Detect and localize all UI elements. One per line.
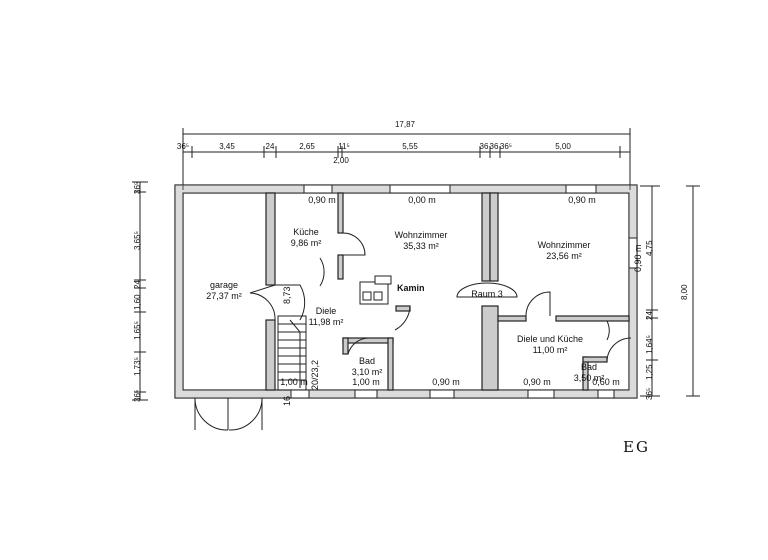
opening-bad2-bottom: 0,60 m (592, 377, 620, 387)
raum3-label: Raum 3 (471, 289, 503, 299)
room-diele: Diele 11,98 m² (309, 306, 344, 328)
dim-left-5: 1,65⁵ (133, 321, 142, 340)
opening-wohnzimmer2-right: 0,90 m (633, 244, 643, 272)
room-garage-name: garage (209, 280, 239, 290)
room-diele-name: Diele (315, 306, 337, 316)
dim-right-2: 24 (645, 311, 654, 320)
room-wohnzimmer-2: Wohnzimmer 23,56 m² (538, 240, 591, 262)
dim-top-3: 24 (265, 142, 275, 151)
staircase (277, 315, 307, 391)
dim-right-1: 4,75 (645, 240, 654, 256)
dim-right-4: 1,25 (645, 364, 654, 380)
door-swings (249, 232, 632, 363)
opening-kueche-top: 0,90 m (308, 195, 336, 205)
dim-top-6: 2,00 (333, 156, 349, 165)
dim-top-8: 36 (479, 142, 489, 151)
opening-garage-bottom: 1,00 m (280, 377, 308, 387)
room-bad-2-name: Bad (580, 362, 598, 372)
opening-dk-bottom: 0,90 m (523, 377, 551, 387)
right-dimension-ticks (640, 185, 700, 397)
dim-total-width: 17,87 (394, 120, 416, 129)
diele-side-dimension: 8,73 (282, 286, 292, 304)
room-bad-2: Bad 3,50 m² (574, 362, 605, 384)
room-wohnzimmer-2-area: 23,56 m² (546, 251, 582, 261)
dim-left-1: 36⁵ (133, 181, 142, 194)
dim-top-7: 5,55 (402, 142, 418, 151)
dim-top-4: 2,65 (299, 142, 315, 151)
windows (290, 184, 638, 399)
room-wohnzimmer-name: Wohnzimmer (394, 230, 448, 240)
dim-left-4: 1,60 (133, 294, 142, 310)
room-kueche-name: Küche (293, 227, 319, 237)
room-diele-und-kueche-name: Diele und Küche (516, 334, 584, 344)
room-kueche-area: 9,86 m² (290, 238, 322, 248)
kamin-symbol (359, 275, 392, 305)
floor-label: EG (623, 438, 650, 456)
dim-total-height: 8,00 (680, 284, 689, 300)
opening-bad-bottom: 1,00 m (352, 377, 380, 387)
dim-top-1: 36⁵ (176, 142, 190, 151)
room-wohnzimmer-2-name: Wohnzimmer (537, 240, 591, 250)
dim-top-2: 3,45 (219, 142, 235, 151)
room-kueche: Küche 9,86 m² (291, 227, 322, 249)
room-wohnzimmer-area: 35,33 m² (403, 241, 439, 251)
opening-wohnzimmer-bottom: 0,90 m (432, 377, 460, 387)
interior-walls (265, 192, 630, 391)
dim-left-2: 3,65⁵ (133, 231, 142, 250)
dim-left-3: 24 (133, 280, 142, 289)
room-diele-area: 11,98 m² (308, 317, 344, 327)
dim-left-6: 1,73⁵ (133, 357, 142, 376)
room-garage: garage 27,37 m² (206, 280, 242, 302)
dim-top-5: 11⁵ (338, 142, 350, 151)
stair-dimension: 20/23,2 (310, 359, 320, 390)
room-wohnzimmer: Wohnzimmer 35,33 m² (395, 230, 448, 252)
dim-top-10: 36⁵ (499, 142, 513, 151)
room-bad-name: Bad (358, 356, 376, 366)
kamin-label: Kamin (397, 283, 425, 293)
opening-wohnzimmer2-top: 0,90 m (568, 195, 596, 205)
room-garage-area: 27,37 m² (206, 291, 242, 301)
stair-step-count: 16 (282, 395, 292, 406)
garage-door (194, 397, 263, 431)
dim-top-11: 5,00 (555, 142, 571, 151)
top-dimension-ticks (182, 128, 631, 190)
dim-right-5: 36⁵ (645, 387, 654, 400)
dim-left-7: 36⁵ (133, 389, 142, 402)
opening-wohnzimmer-top: 0,00 m (408, 195, 436, 205)
room-bad: Bad 3,10 m² (352, 356, 383, 378)
room-diele-und-kueche: Diele und Küche 11,00 m² (517, 334, 583, 356)
dim-top-9: 36 (489, 142, 499, 151)
room-bad-2-area: 3,50 m² (573, 373, 605, 383)
room-diele-und-kueche-area: 11,00 m² (532, 345, 568, 355)
dim-right-3: 1,64⁵ (645, 335, 654, 354)
room-bad-area: 3,10 m² (351, 367, 383, 377)
left-dimension-ticks (132, 181, 148, 401)
